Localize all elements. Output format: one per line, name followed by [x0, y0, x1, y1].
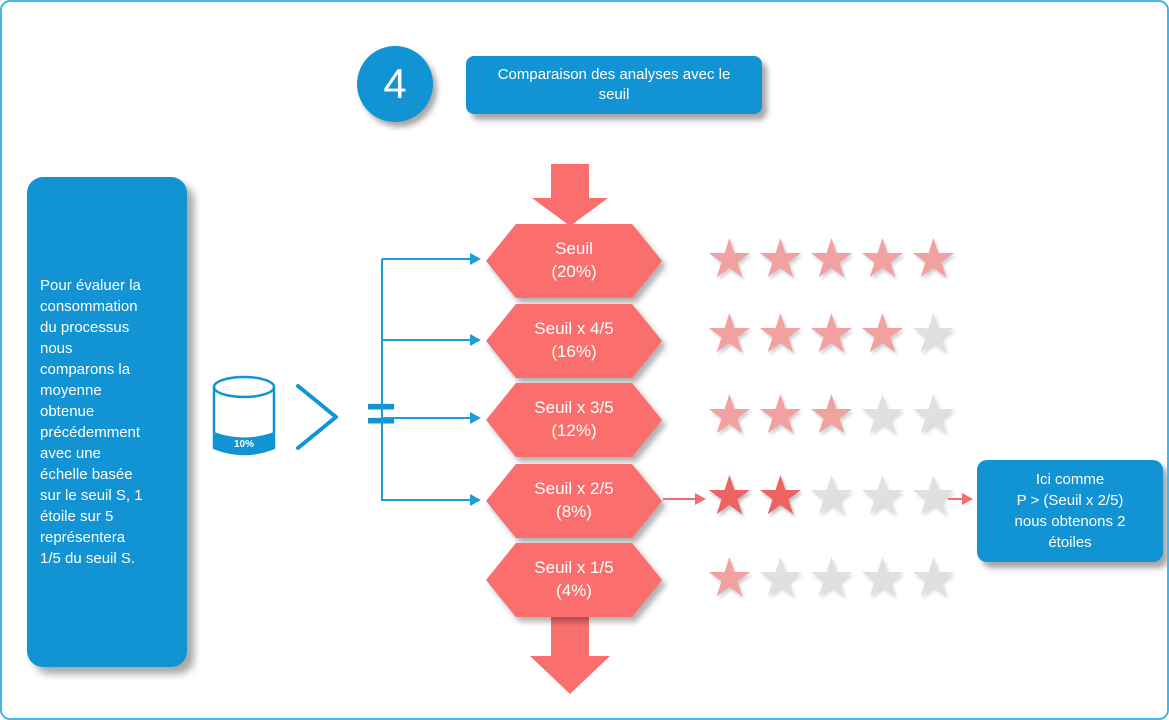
- star-empty-icon: ★: [756, 548, 805, 608]
- star-filled-icon: ★: [858, 229, 907, 289]
- hexagon-label-line2: (16%): [551, 342, 597, 361]
- hexagon-label-line2: (20%): [551, 262, 597, 281]
- star-filled-icon: ★: [705, 304, 754, 364]
- star-filled-icon: ★: [705, 548, 754, 608]
- step-number-badge: 4: [357, 46, 433, 122]
- connector-line-4: [382, 499, 470, 501]
- result-box: Ici comme P > (Seuil x 2/5) nous obtenon…: [977, 460, 1163, 562]
- hexagon-label-line1: Seuil x 4/5: [534, 319, 614, 339]
- hexagon-label-line1: Seuil x 1/5: [534, 558, 614, 578]
- arrowhead-icon: [470, 253, 481, 265]
- result-arrowhead-icon: [962, 493, 973, 505]
- star-empty-icon: ★: [858, 466, 907, 526]
- star-filled-icon: ★: [807, 385, 856, 445]
- star-rating-row-5: ★★★★★: [704, 231, 966, 289]
- hexagon-seuil-20: Seuil (20%): [486, 224, 662, 298]
- star-filled-icon: ★: [807, 304, 856, 364]
- star-rating-row-4: ★★★★★: [704, 306, 966, 364]
- hexagon-label-line2: (12%): [551, 421, 597, 440]
- connector-line-3: [382, 417, 470, 419]
- hexagon-seuil-4: Seuil x 1/5 (4%): [486, 543, 662, 617]
- greater-than-icon: [294, 382, 340, 452]
- flow-arrow-bottom-icon: [530, 614, 610, 699]
- step-number: 4: [383, 60, 407, 107]
- star-empty-icon: ★: [807, 548, 856, 608]
- flow-arrow-top-icon: [532, 164, 608, 231]
- hexagon-seuil-12: Seuil x 3/5 (12%): [486, 383, 662, 457]
- explanation-panel: Pour évaluer la consommation du processu…: [27, 177, 187, 667]
- star-rating-row-1: ★★★★★: [704, 550, 966, 608]
- hexagon-seuil-8: Seuil x 2/5 (8%): [486, 464, 662, 538]
- star-rating-row-3: ★★★★★: [704, 387, 966, 445]
- result-arrowhead-icon: [695, 493, 706, 505]
- connector-line-1: [382, 258, 470, 260]
- star-empty-icon: ★: [858, 385, 907, 445]
- cylinder-label: 10%: [234, 439, 254, 450]
- arrowhead-icon: [470, 494, 481, 506]
- result-text: Ici comme P > (Seuil x 2/5) nous obtenon…: [1014, 471, 1126, 551]
- arrowhead-icon: [470, 334, 481, 346]
- result-pointer-line-2: [948, 498, 964, 500]
- title-box: Comparaison des analyses avec le seuil: [466, 56, 762, 114]
- star-empty-icon: ★: [909, 548, 958, 608]
- star-empty-icon: ★: [858, 548, 907, 608]
- connector-line-2: [382, 339, 470, 341]
- star-filled-icon: ★: [756, 466, 805, 526]
- star-filled-icon: ★: [756, 304, 805, 364]
- star-empty-icon: ★: [909, 385, 958, 445]
- star-empty-icon: ★: [909, 304, 958, 364]
- star-filled-icon: ★: [807, 229, 856, 289]
- hexagon-label-line2: (8%): [556, 502, 592, 521]
- connector-branch-vertical: [381, 259, 383, 501]
- explanation-text: Pour évaluer la consommation du processu…: [40, 277, 143, 567]
- hexagon-label-line1: Seuil: [555, 239, 593, 259]
- star-filled-icon: ★: [858, 304, 907, 364]
- star-filled-icon: ★: [756, 229, 805, 289]
- star-empty-icon: ★: [807, 466, 856, 526]
- star-empty-icon: ★: [909, 466, 958, 526]
- star-filled-icon: ★: [756, 385, 805, 445]
- star-filled-icon: ★: [705, 385, 754, 445]
- star-filled-icon: ★: [909, 229, 958, 289]
- hexagon-label-line1: Seuil x 3/5: [534, 398, 614, 418]
- title-text: Comparaison des analyses avec le seuil: [497, 65, 731, 103]
- hexagon-seuil-16: Seuil x 4/5 (16%): [486, 304, 662, 378]
- result-pointer-line: [663, 498, 697, 500]
- star-filled-icon: ★: [705, 466, 754, 526]
- star-filled-icon: ★: [705, 229, 754, 289]
- hexagon-label-line1: Seuil x 2/5: [534, 479, 614, 499]
- database-cylinder-icon: 10%: [210, 374, 278, 466]
- hexagon-label-line2: (4%): [556, 581, 592, 600]
- star-rating-row-2: ★★★★★: [704, 468, 966, 526]
- arrowhead-icon: [470, 412, 481, 424]
